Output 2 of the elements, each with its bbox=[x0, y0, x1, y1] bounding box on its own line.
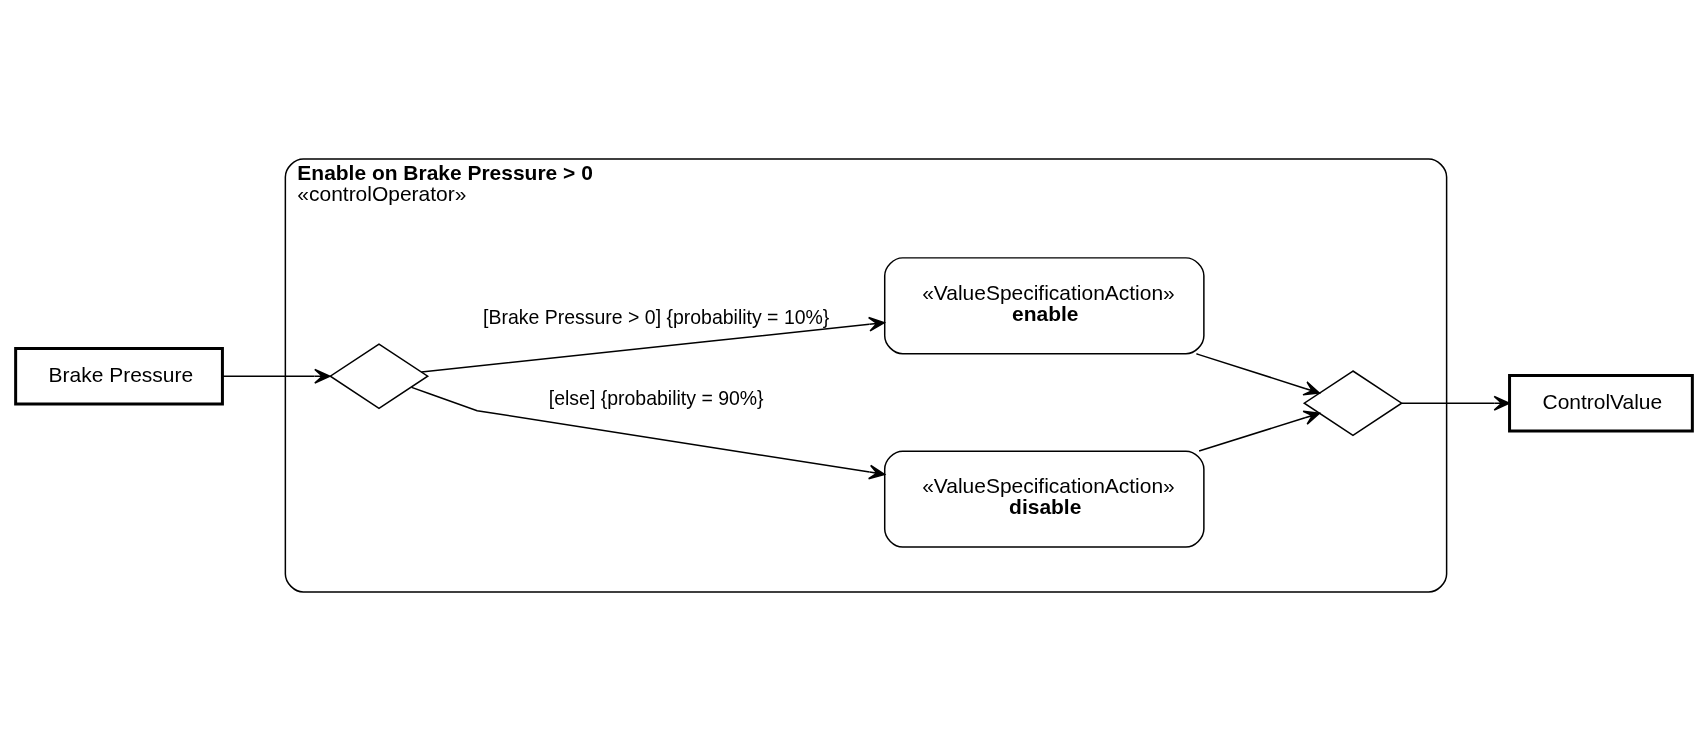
edge-label: [else] {probability = 90%} bbox=[548, 387, 764, 410]
edge-label: [Brake Pressure > 0] {probability = 10%} bbox=[483, 306, 830, 329]
